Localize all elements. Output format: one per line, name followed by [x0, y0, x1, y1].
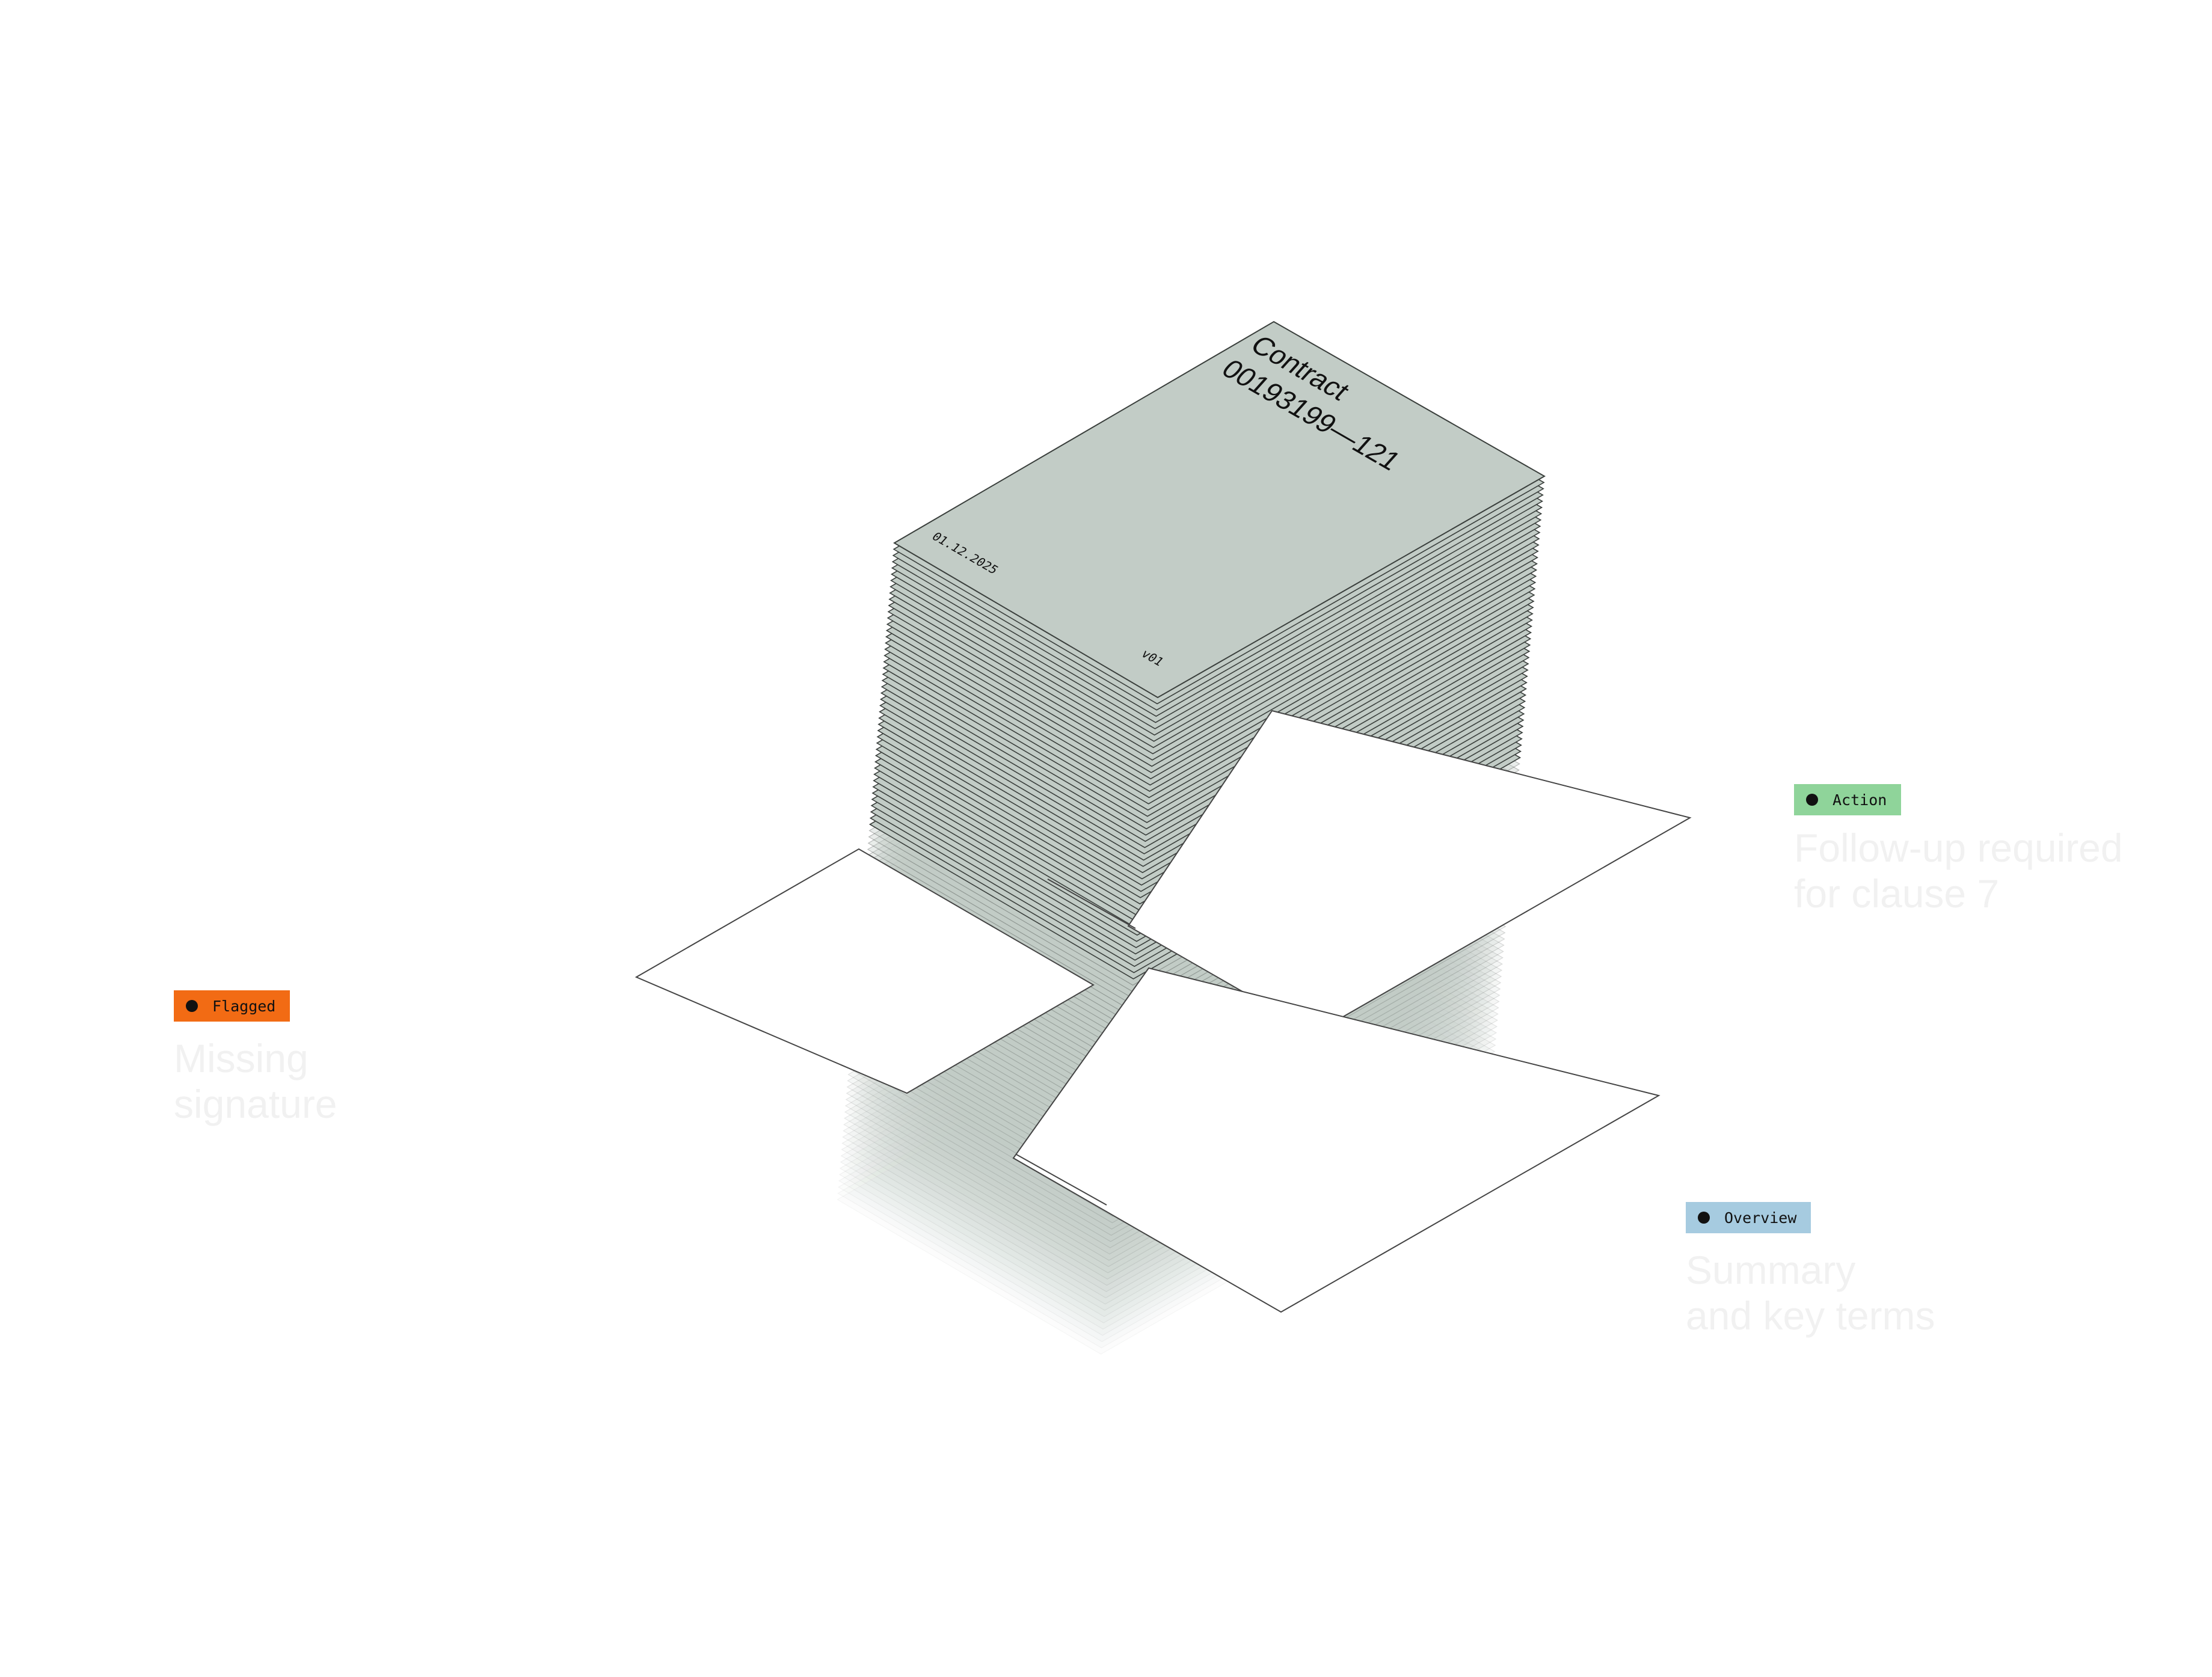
overview-description-line2: and key terms	[1686, 1293, 1935, 1338]
overview-divider-sheet	[1012, 967, 1661, 1313]
divider-slot	[1016, 1154, 1107, 1206]
flagged-description-line1: Missing	[174, 1036, 309, 1081]
flagged-description-line2: signature	[174, 1082, 337, 1126]
bottom-fade	[722, 1353, 1564, 1677]
contract-top-sheet-face	[893, 320, 1546, 699]
flagged-divider-sheet	[634, 848, 1095, 1094]
action-description-line2: for clause 7	[1794, 871, 2000, 916]
action-tag: Action	[1794, 784, 1902, 815]
overview-dot-icon	[1698, 1212, 1710, 1224]
overview-tag: Overview	[1686, 1202, 1811, 1233]
action-description-line1: Follow-up required	[1794, 826, 2123, 870]
action-description: Follow-up required for clause 7	[1794, 825, 2123, 916]
overview-description: Summary and key terms	[1686, 1247, 1935, 1338]
flagged-description: Missing signature	[174, 1035, 337, 1127]
flagged-dot-icon	[186, 1000, 198, 1012]
divider-slot	[1047, 878, 1136, 929]
flagged-tag-label: Flagged	[212, 997, 276, 1015]
action-tag-label: Action	[1833, 791, 1887, 809]
overview-description-line1: Summary	[1686, 1248, 1856, 1292]
action-dot-icon	[1806, 794, 1818, 806]
flagged-tag: Flagged	[174, 990, 290, 1022]
overview-tag-label: Overview	[1724, 1209, 1797, 1227]
